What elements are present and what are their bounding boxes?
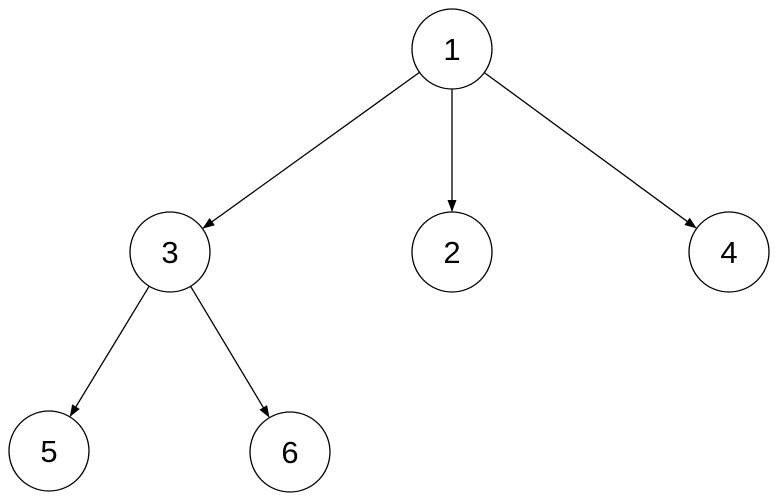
node-circle-1 xyxy=(411,8,493,90)
tree-node-6: 6 xyxy=(249,411,331,493)
tree-node-5: 5 xyxy=(8,410,90,492)
node-circle-6 xyxy=(249,411,331,493)
tree-edge-3-5 xyxy=(69,285,150,417)
node-label-6: 6 xyxy=(281,435,298,470)
node-label-2: 2 xyxy=(443,235,460,270)
tree-node-2: 2 xyxy=(411,211,493,293)
node-circle-5 xyxy=(8,410,90,492)
tree-edge-1-4 xyxy=(483,72,697,229)
tree-edge-3-6 xyxy=(190,285,270,418)
node-circle-4 xyxy=(688,211,770,293)
node-circle-2 xyxy=(411,211,493,293)
node-label-1: 1 xyxy=(443,32,460,67)
node-circle-3 xyxy=(129,211,211,293)
tree-node-1: 1 xyxy=(411,8,493,90)
node-label-4: 4 xyxy=(720,235,737,270)
tree-node-3: 3 xyxy=(129,211,211,293)
node-label-3: 3 xyxy=(161,235,178,270)
tree-node-4: 4 xyxy=(688,211,770,293)
tree-edge-1-3 xyxy=(202,71,420,229)
node-label-5: 5 xyxy=(40,434,57,469)
